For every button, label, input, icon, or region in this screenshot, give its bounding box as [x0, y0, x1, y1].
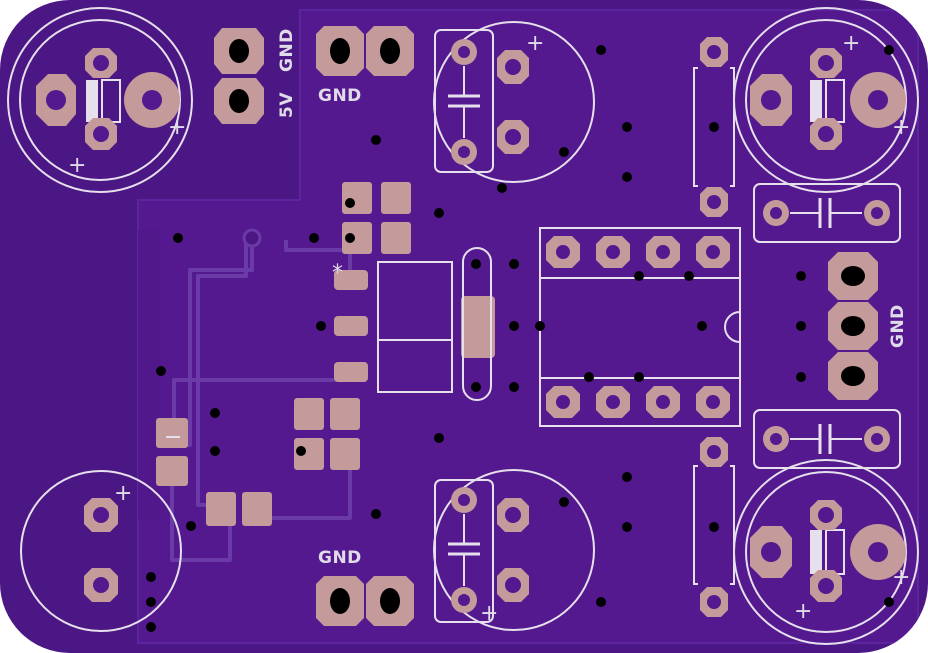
- smd-pads: [156, 182, 495, 526]
- film-cap-right-bottom: [753, 409, 901, 469]
- regulator-outline: [377, 261, 453, 393]
- header-top-mid: [316, 26, 414, 76]
- label-gnd-top-mid: GND: [318, 86, 362, 106]
- svg-text:+: +: [842, 31, 861, 56]
- film-cap-bottom: [434, 479, 494, 623]
- svg-text:+: +: [794, 599, 813, 624]
- copper-pour-notch: [138, 230, 160, 520]
- svg-text:+: +: [526, 31, 545, 56]
- header-power: [214, 28, 264, 124]
- via-open: [242, 228, 262, 248]
- svg-text:+: +: [114, 481, 133, 506]
- ic-holes: [556, 245, 720, 409]
- cap-top-left: + +: [7, 7, 193, 193]
- cap-bottom-right: + +: [733, 459, 919, 645]
- svg-text:+: +: [892, 115, 911, 140]
- resistor-bottom: [693, 437, 735, 617]
- label-gnd-right: GND: [888, 304, 908, 348]
- label-pin1-star: *: [332, 261, 344, 286]
- svg-text:+: +: [892, 565, 911, 590]
- header-right: [828, 252, 878, 400]
- crystal-outline: [462, 247, 492, 401]
- svg-text:+: +: [168, 115, 187, 140]
- film-cap-right-top: [753, 183, 901, 243]
- resistor-top: [693, 37, 735, 217]
- cap-bottom-left: +: [20, 470, 182, 632]
- svg-text:+: +: [68, 153, 87, 178]
- film-cap-top: [434, 29, 494, 173]
- header-bottom: [316, 576, 414, 626]
- label-gnd-header-power: GND: [277, 28, 297, 72]
- vias: [146, 45, 894, 632]
- label-gnd-bottom: GND: [318, 548, 362, 568]
- label-5v: 5V: [277, 92, 297, 118]
- cap-top-right: + +: [733, 7, 919, 193]
